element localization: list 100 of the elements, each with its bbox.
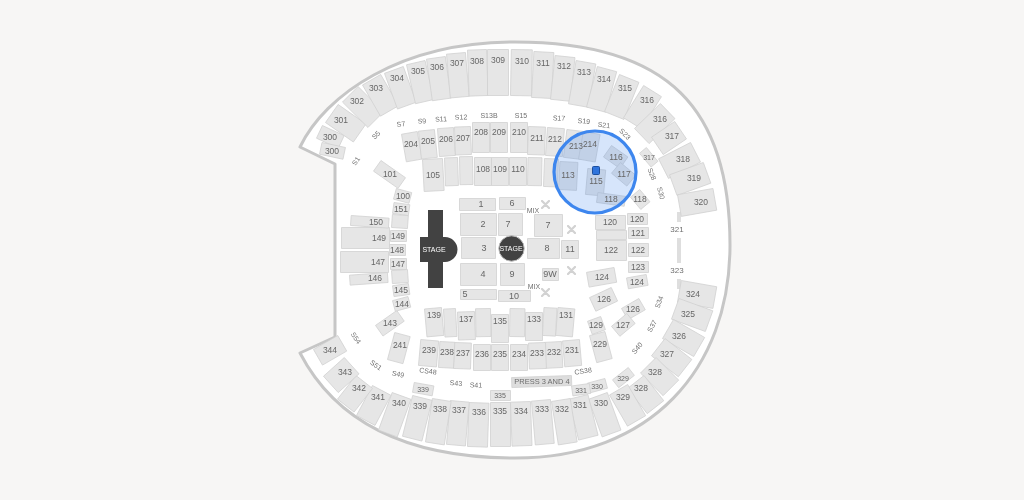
seating-section	[474, 308, 492, 338]
seating-section	[550, 54, 576, 102]
seating-section	[375, 309, 405, 337]
section-number: 331	[572, 400, 588, 410]
seating-section	[510, 49, 534, 97]
floor-section	[497, 212, 523, 236]
seating-section	[387, 331, 412, 364]
section-number: 212	[547, 134, 563, 144]
section-number: 343	[337, 367, 353, 377]
section-number: 8	[544, 243, 550, 253]
seating-section	[336, 374, 373, 413]
section-number: 9W	[543, 269, 557, 279]
section-number: 241	[392, 340, 408, 350]
seating-section	[491, 343, 509, 371]
section-number: 313	[576, 67, 592, 77]
section-number: 303	[368, 83, 384, 93]
seating-section	[525, 311, 543, 341]
section-number: 231	[564, 345, 580, 355]
section-number: 326	[671, 331, 687, 341]
section-number: 131	[558, 310, 574, 320]
section-number: 208	[473, 127, 489, 137]
floor-section	[459, 212, 497, 236]
section-number: 210	[511, 127, 527, 137]
seating-section	[586, 266, 618, 288]
seating-section	[443, 157, 459, 187]
section-number: 144	[394, 299, 410, 309]
section-number: 147	[370, 257, 386, 267]
seating-section	[543, 158, 559, 188]
floor-section	[459, 262, 497, 286]
seating-section	[557, 161, 579, 191]
seating-section	[625, 274, 649, 290]
section-number: 341	[370, 392, 386, 402]
section-number: 307	[449, 58, 465, 68]
section-number: 150	[368, 217, 384, 227]
stage	[420, 210, 458, 288]
seating-section	[446, 399, 470, 447]
section-number: 319	[686, 173, 702, 183]
floor-section	[458, 197, 496, 211]
section-number: 238	[439, 347, 455, 357]
section-number: 123	[630, 262, 646, 272]
section-number: 110	[511, 164, 525, 174]
section-number: 342	[351, 383, 367, 393]
section-number: 328	[647, 367, 663, 377]
seating-section	[595, 191, 627, 207]
seating-section	[456, 311, 476, 341]
section-number: 7	[545, 220, 551, 230]
section-number: 300	[324, 146, 340, 156]
section-number: 234	[511, 349, 527, 359]
section-number: 205	[420, 136, 436, 146]
section-number: 312	[556, 61, 572, 71]
section-number: 233	[529, 348, 545, 358]
section-number: 133	[526, 314, 542, 324]
seating-section	[312, 334, 348, 366]
seating-section	[491, 156, 509, 186]
seating-section	[661, 319, 705, 358]
section-number: 145	[393, 285, 409, 295]
section-number: 340	[391, 398, 407, 408]
section-number: 143	[382, 318, 398, 328]
section-number: 339	[412, 401, 428, 411]
section-number: 120	[629, 214, 645, 224]
seating-section	[589, 286, 619, 312]
section-number: 336	[471, 407, 487, 417]
section-number: 149	[371, 233, 387, 243]
section-number: 333	[534, 404, 550, 414]
section-number: 236	[474, 349, 490, 359]
section-number: 318	[675, 154, 691, 164]
section-number: 232	[546, 347, 562, 357]
seating-section	[594, 214, 626, 230]
seating-section	[339, 251, 389, 273]
section-number: 325	[680, 309, 696, 319]
section-label: 323	[670, 267, 684, 275]
seating-section	[458, 156, 474, 186]
section-number: 151	[393, 204, 409, 214]
section-number: 149	[390, 231, 406, 241]
seating-section	[611, 367, 635, 389]
section-number: 122	[603, 245, 619, 255]
floor-section	[499, 262, 525, 286]
seating-section	[510, 121, 528, 153]
section-number: 101	[382, 169, 398, 179]
seating-section	[473, 343, 491, 371]
section-number: 127	[615, 320, 631, 330]
seating-section	[466, 49, 489, 97]
seating-section	[595, 230, 627, 240]
seating-section	[474, 156, 492, 186]
seating-section	[669, 162, 712, 197]
floor-section	[497, 290, 531, 302]
section-number: 239	[421, 345, 437, 355]
section-number: 338	[432, 404, 448, 414]
section-number: 137	[458, 314, 474, 324]
section-number: 2	[480, 219, 486, 229]
seating-section	[490, 121, 508, 153]
section-number: 115	[589, 176, 603, 186]
section-number: 337	[451, 405, 467, 415]
seating-section	[508, 308, 526, 338]
section-number: 235	[492, 349, 508, 359]
seating-section	[555, 306, 576, 338]
seating-section	[595, 239, 627, 261]
section-number: 330	[593, 398, 609, 408]
section-number: 147	[390, 259, 406, 269]
seating-section	[491, 313, 509, 343]
